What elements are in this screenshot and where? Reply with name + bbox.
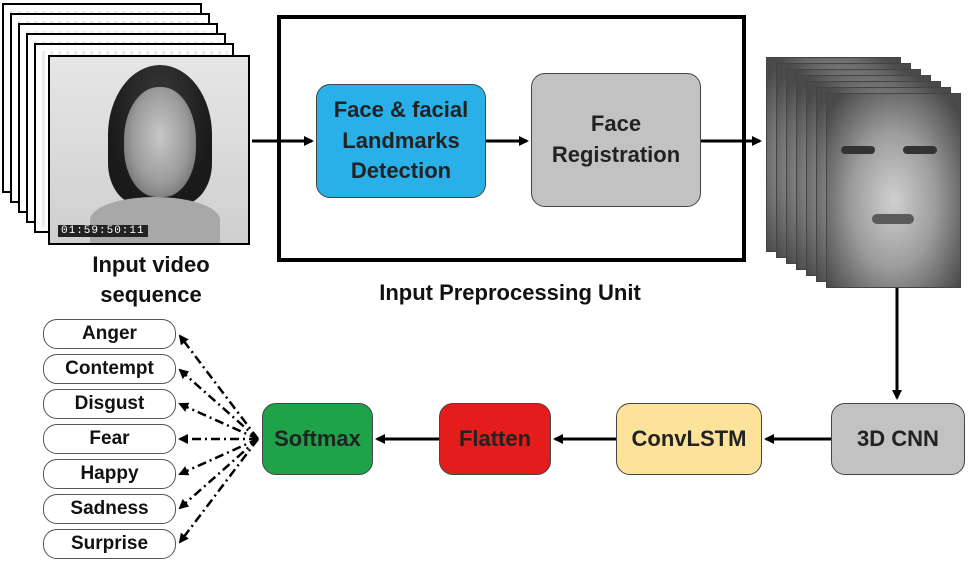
arrow-softmax-to-anger xyxy=(178,334,259,440)
convlstm-box: ConvLSTM xyxy=(616,403,762,475)
emotion-disgust: Disgust xyxy=(43,389,176,419)
preprocessing-unit-label: Input Preprocessing Unit xyxy=(379,280,641,305)
input-video-label: Input video sequence xyxy=(92,252,210,307)
face-landmarks-detection-box: Face & facial Landmarks Detection xyxy=(316,84,486,198)
aligned-face-front xyxy=(826,93,961,288)
mouth-shape xyxy=(872,214,914,224)
emotion-happy: Happy xyxy=(43,459,176,489)
arrow-softmax-to-surprise xyxy=(178,438,259,544)
arrow-softmax-to-contempt xyxy=(178,368,259,440)
cnn3d-box: 3D CNN xyxy=(831,403,965,475)
emotion-surprise: Surprise xyxy=(43,529,176,559)
emotion-anger: Anger xyxy=(43,319,176,349)
input-preprocessing-unit xyxy=(277,15,746,262)
right-eye-shape xyxy=(903,146,937,154)
arrow-softmax-to-sadness xyxy=(178,438,259,510)
flatten-box: Flatten xyxy=(439,403,551,475)
emotion-sadness: Sadness xyxy=(43,494,176,524)
video-frame-front: 01:59:50:11 xyxy=(48,55,250,245)
arrow-softmax-to-happy xyxy=(178,437,259,476)
emotion-contempt: Contempt xyxy=(43,354,176,384)
emotion-fear: Fear xyxy=(43,424,176,454)
face-registration-box: Face Registration xyxy=(531,73,701,207)
softmax-box: Softmax xyxy=(262,403,373,475)
arrow-softmax-to-disgust xyxy=(178,402,259,441)
left-eye-shape xyxy=(841,146,875,154)
video-timestamp: 01:59:50:11 xyxy=(58,225,148,237)
face-shape xyxy=(124,87,196,197)
